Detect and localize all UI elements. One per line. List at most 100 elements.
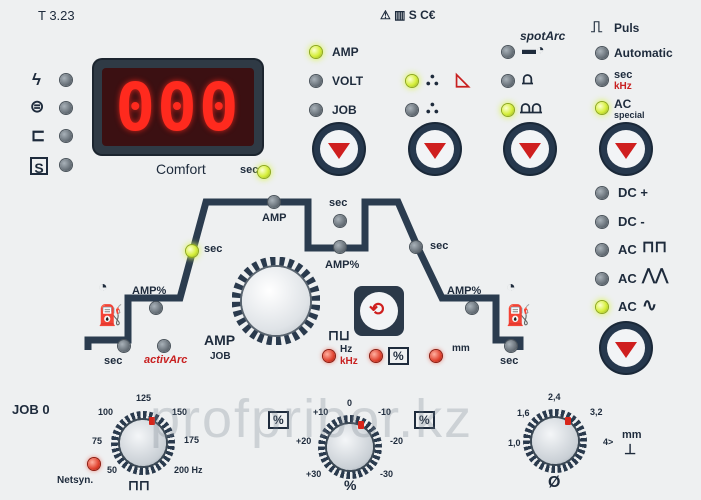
ac-square-label: AC xyxy=(618,242,637,257)
led-pulse-automatic xyxy=(596,47,608,59)
freq-tick-150: 150 xyxy=(172,407,188,417)
led-dc-minus xyxy=(596,216,608,228)
led-ac-special xyxy=(596,102,608,114)
parameter-select-button[interactable]: ⟲ xyxy=(354,286,404,336)
electrode-icon: ⊥ xyxy=(624,441,637,457)
led-job xyxy=(310,104,322,116)
led-hf-ignition xyxy=(60,102,72,114)
activarc-label: activArc xyxy=(144,354,188,366)
balance-tick-minus20: -20 xyxy=(390,436,404,446)
cycle-end-amp-percent-label: AMP% xyxy=(447,285,482,297)
dc-plus-label: DC + xyxy=(618,185,648,200)
balance-tick-plus30: +30 xyxy=(306,469,322,479)
diameter-tick-3-2: 3,2 xyxy=(590,407,603,417)
balance-left-icon: % xyxy=(268,411,289,429)
pulse-khz-label: kHz xyxy=(614,81,632,92)
led-cycle-sec-top xyxy=(334,215,346,227)
torch-mode-button[interactable] xyxy=(410,124,460,174)
pulse-sec-label: sec xyxy=(614,69,633,81)
freq-pulse-icon: ⊓⊓ xyxy=(128,477,150,493)
automatic-label: Automatic xyxy=(614,46,673,60)
led-amp xyxy=(310,46,322,58)
led-balance xyxy=(370,350,382,362)
frequency-dial-face xyxy=(120,420,166,466)
led-cycle-amp xyxy=(268,196,280,208)
ac-special-label: special xyxy=(614,110,645,120)
freq-tick-125: 125 xyxy=(136,393,152,403)
knob-job-label: JOB xyxy=(210,351,231,362)
led-cycle-upslope xyxy=(186,245,198,257)
balance-right-icon: % xyxy=(414,411,435,429)
led-netsyn xyxy=(88,458,100,470)
lift-arc-icon: ϟ xyxy=(32,70,41,89)
cycle-pregas-sec-label: sec xyxy=(104,355,123,367)
led-ac-square xyxy=(596,244,608,256)
diameter-tick-1-6: 1,6 xyxy=(517,408,530,418)
led-activarc xyxy=(158,340,170,352)
led-s-mark xyxy=(60,159,72,171)
cycle-start-amp-percent-label: AMP% xyxy=(132,285,167,297)
led-cycle-pregas xyxy=(118,340,130,352)
led-spotarc xyxy=(502,46,514,58)
parameter-select-face xyxy=(360,292,398,330)
comfort-sec-label: sec xyxy=(240,164,259,176)
pulse-icon: ⎍ xyxy=(591,19,603,36)
pulse-title: Puls xyxy=(614,21,640,35)
led-cycle-amp-percent xyxy=(334,241,346,253)
knob-scale-ring xyxy=(232,257,320,345)
balance-dial-face xyxy=(327,424,373,470)
led-comfort xyxy=(258,166,270,178)
spotarc-icon: ▬◔ xyxy=(522,41,545,57)
volt-label: VOLT xyxy=(332,74,364,88)
freq-tick-100: 100 xyxy=(98,407,114,417)
freq-tick-50: 50 xyxy=(107,465,118,475)
clock-icon-left: ◔ xyxy=(98,279,108,296)
multi-pulse-icon: ⩍⩍ xyxy=(520,98,543,117)
pulse-mode-button[interactable] xyxy=(601,124,651,174)
freq-tick-175: 175 xyxy=(184,435,200,445)
ac-sine-label: AC xyxy=(618,299,637,314)
led-dc-plus xyxy=(596,187,608,199)
balance-unit-label: % xyxy=(344,477,357,493)
mm-submode-label: mm xyxy=(452,343,470,354)
led-hz xyxy=(323,350,335,362)
frequency-dial[interactable] xyxy=(111,411,175,475)
gas-bottle-icon-left: ⛽ xyxy=(98,305,123,327)
certification-marks: ⚠ ▥ S C€ xyxy=(380,8,436,22)
led-4-step xyxy=(406,104,418,116)
led-volt xyxy=(310,75,322,87)
knob-amp-label: AMP xyxy=(204,332,236,348)
balance-dial[interactable] xyxy=(318,415,382,479)
freq-tick-75: 75 xyxy=(92,436,103,446)
ac-special-ac-label: AC xyxy=(614,97,632,111)
measure-select-button[interactable] xyxy=(314,124,364,174)
clock-icon-right: ◔ xyxy=(506,279,516,296)
freq-tick-200hz: 200 Hz xyxy=(174,465,203,475)
comfort-label: Comfort xyxy=(156,161,206,177)
cycle-postgas-sec-label: sec xyxy=(500,355,519,367)
main-adjust-knob[interactable] xyxy=(232,257,320,345)
balance-tick-minus10: -10 xyxy=(378,407,392,417)
pulse-hz-icon: ⊓⊔ xyxy=(328,327,350,343)
balance-pct-label: % xyxy=(388,347,409,365)
balance-tick-0: 0 xyxy=(347,398,353,408)
diameter-symbol: Ø xyxy=(548,474,561,491)
display-value: 000 xyxy=(115,68,241,146)
cycle-sec-top-label: sec xyxy=(329,197,348,209)
led-spot-multi xyxy=(502,104,514,116)
torch-2step-icon: ⛬ xyxy=(426,69,439,89)
knob-face xyxy=(242,267,310,335)
balance-dial-marker xyxy=(358,421,364,429)
balance-tick-minus30: -30 xyxy=(380,469,394,479)
job-number-label: JOB 0 xyxy=(12,402,50,417)
spot-mode-button[interactable] xyxy=(505,124,555,174)
cycle-arrows-icon: ⟲ xyxy=(369,299,385,319)
electrode-diameter-dial[interactable] xyxy=(523,409,587,473)
led-spot-pulse xyxy=(502,75,514,87)
led-ac-sine xyxy=(596,301,608,313)
hz-label: Hz xyxy=(340,344,353,355)
trapezoid-wave-icon: ⋀⋀ xyxy=(642,267,669,284)
torch-icon: ⊏ xyxy=(31,126,46,145)
job-label: JOB xyxy=(332,103,357,117)
current-type-button[interactable] xyxy=(601,323,651,373)
